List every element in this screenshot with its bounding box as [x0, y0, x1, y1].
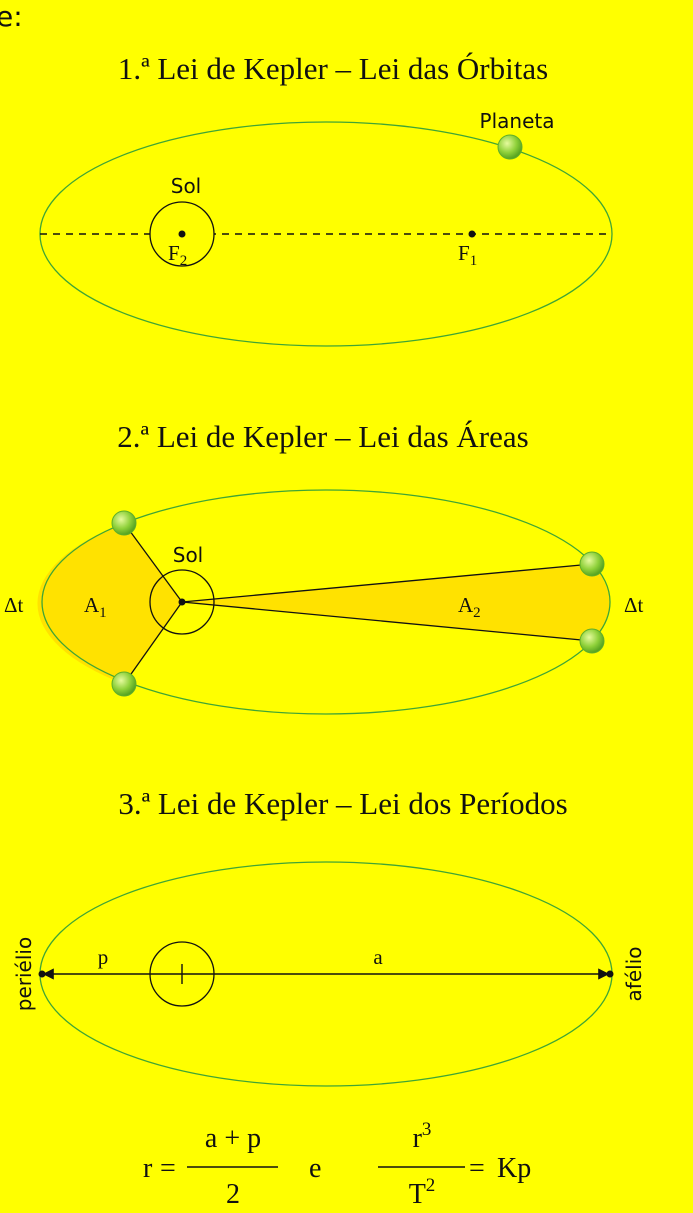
law2-area2-region [182, 564, 610, 641]
formula-den1: 2 [226, 1179, 240, 1210]
law2-dt-right: Δt [624, 593, 644, 617]
law2-radius-a [123, 522, 183, 603]
law2-radius-d [181, 601, 593, 642]
law3-p-label: p [98, 945, 109, 969]
law2-planet-a [111, 510, 137, 536]
law2-area1-label: A1 [84, 593, 107, 621]
corner-fragment: e: [0, 0, 23, 33]
law3-title: 3.ª Lei de Kepler – Lei dos Períodos [118, 786, 567, 821]
law2-orbit [41, 489, 611, 715]
formula-rhs: Kp [497, 1153, 531, 1184]
formula-num2: r3 [413, 1119, 432, 1154]
law3-perihelion-dot [38, 970, 46, 978]
formula: r = a + p 2 e r3 T2 = Kp [143, 1119, 531, 1210]
law2-sun-dot [178, 598, 186, 606]
law3-aphelion-label: afélio [622, 947, 646, 1002]
law3-aphelion-dot [606, 970, 614, 978]
formula-eq1: = [160, 1153, 176, 1184]
formula-den2: T2 [409, 1175, 436, 1210]
law1-title: 1.ª Lei de Kepler – Lei das Órbitas [118, 51, 548, 86]
law3-a-label: a [373, 945, 383, 969]
law2-radius-c [181, 563, 593, 603]
law1-section: 1.ª Lei de Kepler – Lei das Órbitas Sol … [39, 51, 613, 347]
law2-title: 2.ª Lei de Kepler – Lei das Áreas [117, 419, 528, 454]
law1-focus2-dot [178, 230, 186, 238]
law1-planet-label: Planeta [480, 109, 555, 133]
law1-focus1-label: F1 [458, 241, 477, 269]
law2-sun [149, 569, 215, 635]
law1-sun-label: Sol [171, 174, 202, 198]
law2-planet-c [579, 551, 605, 577]
law2-sun-label: Sol [173, 543, 204, 567]
law3-section: 3.ª Lei de Kepler – Lei dos Períodos p a… [12, 786, 646, 1087]
law2-section: 2.ª Lei de Kepler – Lei das Áreas Sol A1… [4, 419, 644, 715]
law3-perihelion-label: periélio [12, 937, 36, 1011]
law2-area1-region [37, 523, 182, 684]
formula-r: r [143, 1153, 153, 1184]
law2-planet-b [111, 671, 137, 697]
law2-dt-left: Δt [4, 593, 24, 617]
law2-planet-d [579, 628, 605, 654]
law1-focus1-dot [468, 230, 476, 238]
law1-planet [497, 134, 523, 160]
law2-area2-label: A2 [458, 593, 481, 621]
formula-num1: a + p [205, 1123, 261, 1154]
law2-radius-b [123, 601, 183, 685]
law1-focus2-label: F2 [168, 241, 187, 269]
formula-eq2: = [469, 1153, 485, 1184]
formula-conj: e [309, 1153, 321, 1184]
